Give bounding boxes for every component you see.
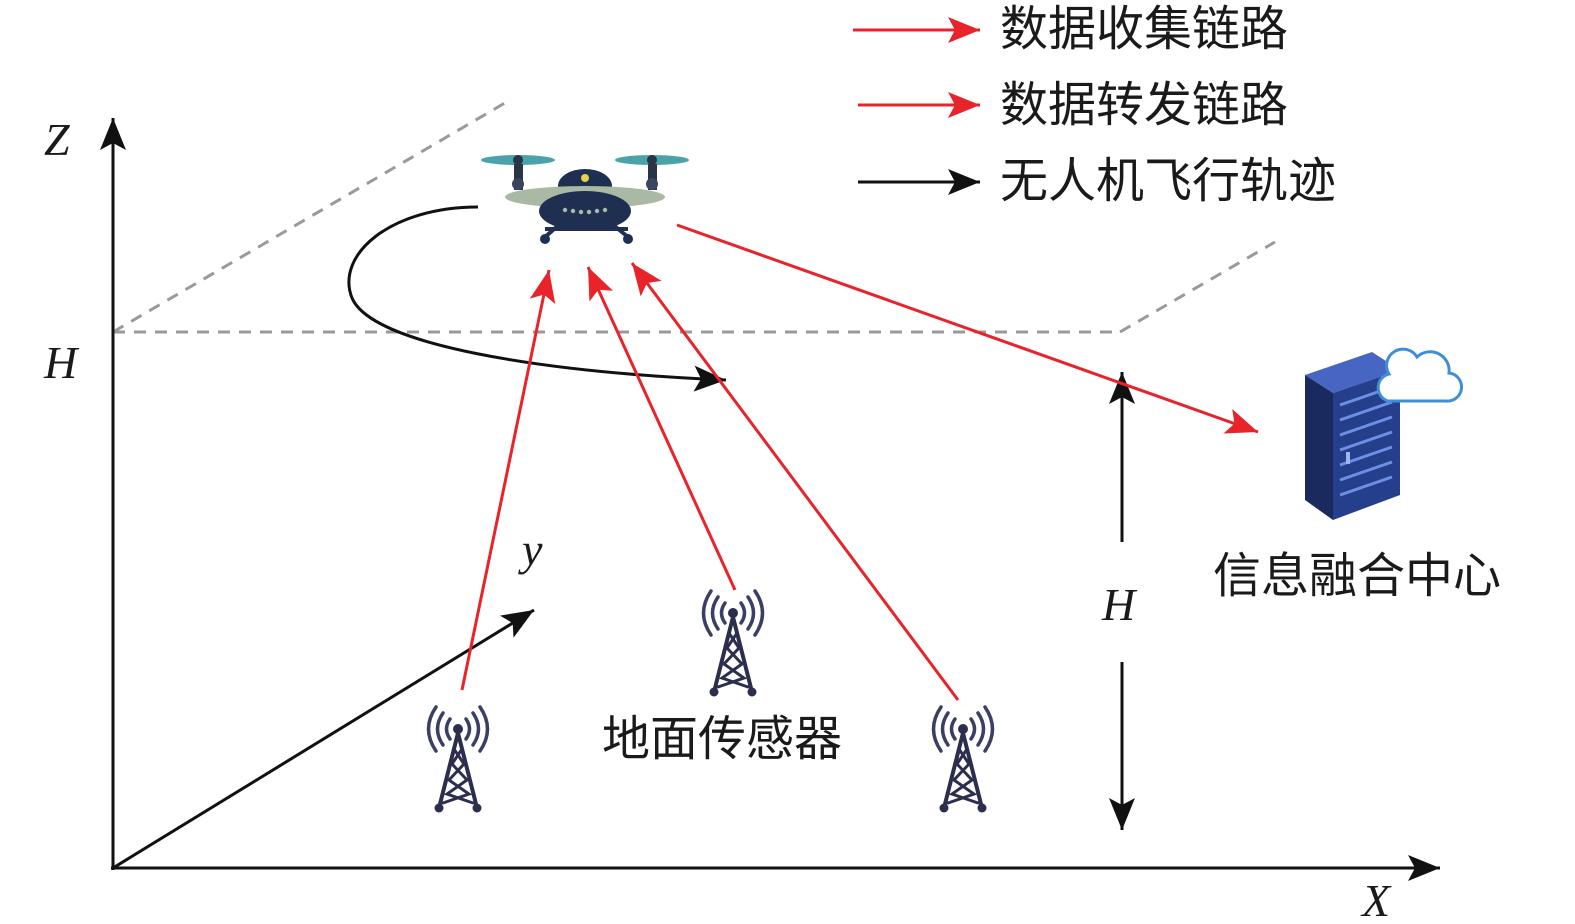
x-axis-label: X <box>1360 875 1392 924</box>
legend-item-forwarding: 数据转发链路 <box>858 77 1288 133</box>
motor-post-right <box>648 164 657 190</box>
ground-sensors-label: 地面传感器 <box>602 711 842 767</box>
plane-left-edge <box>112 98 511 334</box>
coordinate-axes: Z X y H <box>43 114 1440 924</box>
antenna-tower-icon <box>701 589 765 699</box>
y-axis <box>112 608 535 870</box>
antenna-tower-icon <box>931 705 995 815</box>
server-slots <box>1339 385 1393 497</box>
drone-wheel-left <box>540 234 550 244</box>
server-side <box>1333 370 1400 520</box>
flight-plane <box>112 98 1276 334</box>
propeller-hub-left <box>513 155 523 165</box>
drone-body <box>539 191 631 231</box>
legend-label-collection: 数据收集链路 <box>1000 1 1288 57</box>
motor-left <box>512 178 524 190</box>
plane-height-label: H <box>43 337 80 388</box>
drone-body-lights <box>562 207 608 215</box>
ground-sensors: 地面传感器 <box>426 589 995 815</box>
fusion-center-label: 信息融合中心 <box>1213 548 1501 604</box>
collection-link-sensor-3 <box>630 262 960 701</box>
motor-right <box>646 178 658 190</box>
height-marker: H <box>1101 372 1138 830</box>
z-axis-label: Z <box>44 114 70 165</box>
server-cloud-icon: 信息融合中心 <box>1213 347 1501 604</box>
legend: 数据收集链路 数据转发链路 无人机飞行轨迹 <box>853 1 1336 209</box>
y-axis-label: y <box>518 524 543 575</box>
server-top <box>1305 352 1400 393</box>
collection-link-sensor-1 <box>460 269 556 691</box>
collection-link-sensor-2 <box>586 266 737 591</box>
height-label: H <box>1101 579 1138 630</box>
drone-sensor-light <box>581 174 589 182</box>
legend-item-collection: 数据收集链路 <box>853 1 1288 57</box>
legend-label-trajectory: 无人机飞行轨迹 <box>1000 153 1336 209</box>
plane-right-edge <box>1119 240 1276 334</box>
legend-item-trajectory: 无人机飞行轨迹 <box>858 153 1336 209</box>
data-links <box>460 223 1259 701</box>
legend-label-forwarding: 数据转发链路 <box>1000 77 1288 133</box>
cloud-icon <box>1376 347 1464 403</box>
uav-trajectory-arrow <box>347 205 727 392</box>
server-front <box>1305 375 1333 520</box>
motor-post-left <box>514 164 523 190</box>
server-handle <box>1346 452 1350 464</box>
propeller-hub-right <box>647 155 657 165</box>
drone-icon <box>481 155 689 244</box>
antenna-tower-icon <box>426 705 490 815</box>
drone-wheel-right <box>623 234 633 244</box>
forwarding-link-fusion-center <box>676 223 1259 434</box>
